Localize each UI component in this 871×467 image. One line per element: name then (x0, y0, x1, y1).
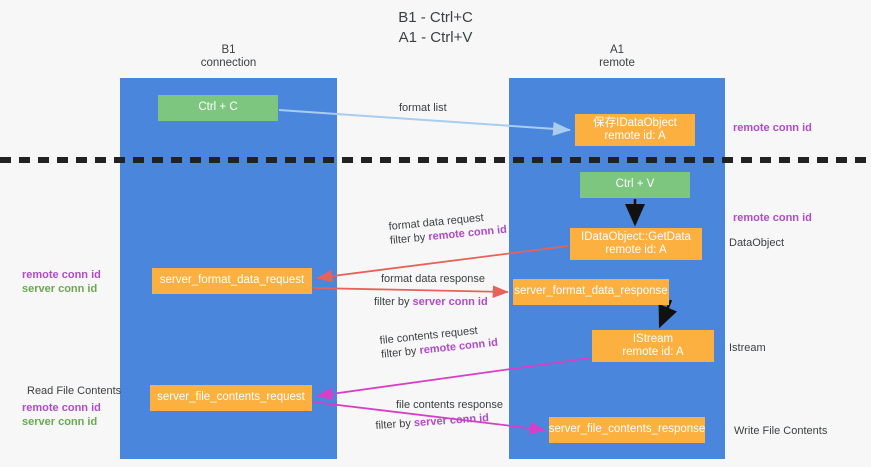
node-idataobject-line2: remote id: A (604, 130, 666, 142)
node-ctrl-c[interactable]: Ctrl + C (158, 95, 278, 121)
page-title: B1 - Ctrl+C A1 - Ctrl+V (0, 8, 871, 48)
node-istream[interactable]: IStream remote id: A (592, 330, 714, 362)
caption-file-contents-request: file contents request filter by remote c… (379, 322, 499, 362)
caption-fcresp-filter-prefix: filter by (375, 417, 415, 432)
phase-divider (0, 157, 871, 163)
node-getdata-line1: IDataObject::GetData (581, 230, 691, 243)
label-right-remote-conn-id-top: remote conn id (733, 122, 812, 134)
caption-format-data-response: format data response (381, 273, 485, 285)
label-left-remote-conn-id-2: remote conn id (22, 402, 101, 414)
caption-fcreq-filter-prefix: filter by (380, 344, 421, 361)
node-idataobject-getdata[interactable]: IDataObject::GetData remote id: A (570, 228, 702, 260)
node-sfc-response-label: server_file_contents_response (548, 423, 706, 436)
label-left-read-file-contents: Read File Contents (27, 385, 122, 397)
caption-file-contents-response: file contents response (396, 399, 504, 411)
lane-header-b1: B1 connection (120, 44, 337, 70)
label-left-conn-ids-bottom: remote conn id server conn id (22, 401, 101, 429)
caption-fdresp-filter-key: server conn id (412, 296, 488, 308)
node-idataobject-line1: 保存IDataObject (593, 116, 677, 129)
label-right-remote-conn-id-mid: remote conn id (733, 212, 812, 224)
node-server-file-contents-response[interactable]: server_file_contents_response (549, 417, 705, 443)
caption-format-list: format list (399, 102, 447, 114)
node-getdata-line2: remote id: A (605, 244, 667, 256)
caption-format-data-request: format data request filter by remote con… (388, 209, 508, 248)
caption-fcresp-filter-key: server conn id (413, 412, 490, 430)
label-left-conn-ids-top: remote conn id server conn id (22, 268, 101, 296)
node-idataobject[interactable]: 保存IDataObject remote id: A (575, 114, 695, 146)
node-sfc-request-label: server_file_contents_request (157, 391, 305, 404)
node-ctrl-c-line1: Ctrl + C (198, 101, 238, 114)
label-left-server-conn-id: server conn id (22, 283, 98, 295)
arrow-format-data-response (312, 285, 509, 298)
caption-fdresp-filter-prefix: filter by (374, 296, 413, 308)
node-istream-line1: IStream (632, 332, 674, 345)
label-right-write-file-contents: Write File Contents (734, 425, 828, 437)
lane-header-b1-name: B1 (221, 44, 236, 56)
node-server-file-contents-request[interactable]: server_file_contents_request (150, 385, 312, 411)
node-sfd-response-label: server_format_data_response (514, 285, 668, 298)
node-sfd-request-label: server_format_data_request (159, 274, 305, 287)
node-istream-line2: remote id: A (622, 346, 684, 358)
caption-fdreq-filter-prefix: filter by (389, 231, 429, 247)
lane-header-a1: A1 remote (509, 44, 725, 70)
node-ctrl-v-line1: Ctrl + V (615, 178, 655, 191)
node-server-format-data-response[interactable]: server_format_data_response (513, 279, 669, 305)
label-left-server-conn-id-2: server conn id (22, 416, 98, 428)
label-right-dataobject: DataObject (729, 237, 785, 249)
node-ctrl-v[interactable]: Ctrl + V (580, 172, 690, 198)
title-line-2: A1 - Ctrl+V (398, 29, 473, 46)
label-right-istream: Istream (729, 342, 766, 354)
node-server-format-data-request[interactable]: server_format_data_request (152, 268, 312, 294)
lane-header-b1-role: connection (200, 57, 257, 69)
lane-header-a1-role: remote (599, 57, 635, 69)
caption-file-contents-response-filter: filter by server conn id (375, 411, 489, 433)
title-line-1: B1 - Ctrl+C (398, 9, 473, 26)
caption-format-data-response-filter: filter by server conn id (374, 295, 488, 309)
label-left-remote-conn-id: remote conn id (22, 269, 101, 281)
lane-header-a1-name: A1 (609, 44, 625, 56)
